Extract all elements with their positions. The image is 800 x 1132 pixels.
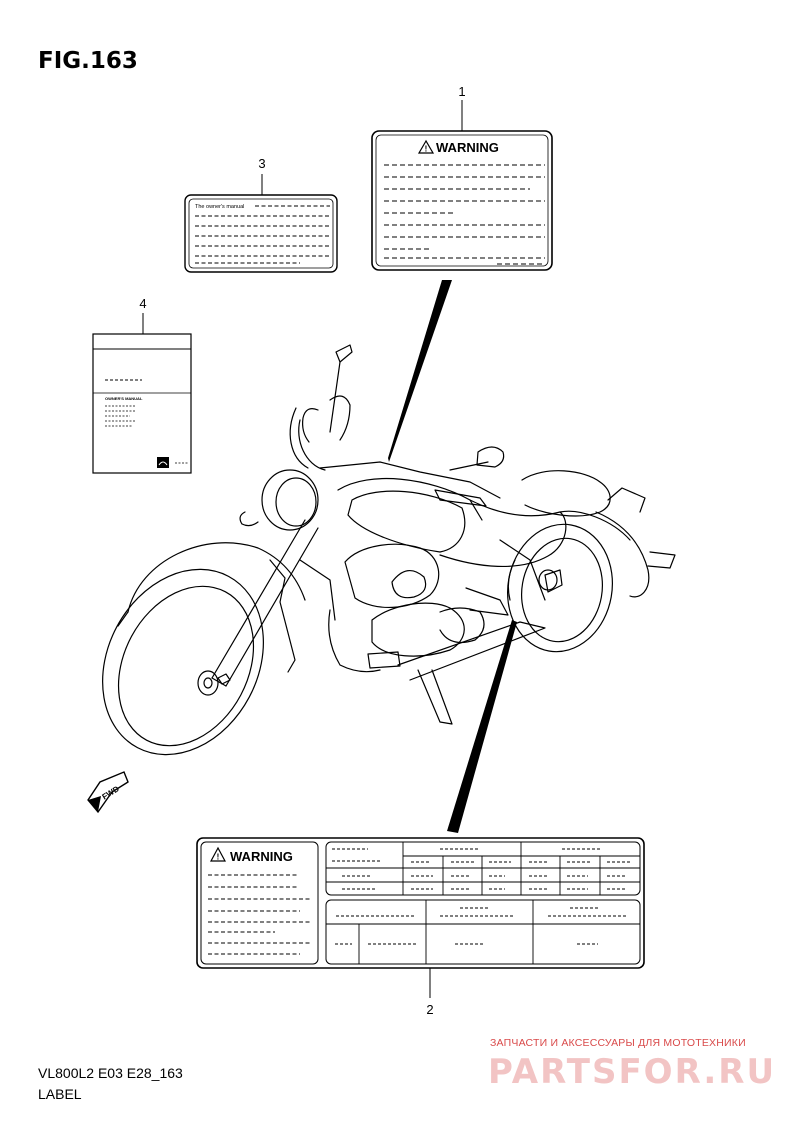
- watermark-tagline: ЗАПЧАСТИ И АКСЕССУАРЫ ДЛЯ МОТОТЕХНИКИ: [490, 1037, 746, 1049]
- figure-title: FIG.163: [38, 48, 138, 74]
- label-4-title: OWNER'S MANUAL: [105, 396, 143, 401]
- callout-4: 4: [139, 296, 146, 311]
- label-3-owners-manual: The owner's manual: [184, 194, 338, 273]
- label-2-warning-table: ! WARNING: [196, 837, 645, 969]
- warning-triangle-icon: [417, 139, 435, 154]
- label-4-manual-card: OWNER'S MANUAL: [92, 333, 192, 474]
- callout-1: 1: [458, 84, 465, 99]
- label-2-warning-text: WARNING: [230, 849, 293, 864]
- svg-text:!: !: [425, 145, 428, 154]
- label-1-warning-text: WARNING: [436, 140, 499, 155]
- label-3-text: The owner's manual: [195, 204, 244, 210]
- label-1-warning: ! WARNING: [371, 130, 553, 271]
- warning-triangle-icon: [209, 846, 227, 862]
- pointer-label-1: [388, 280, 452, 462]
- pointer-label-2: [447, 620, 517, 833]
- watermark-logo: PARTSFOR.RU: [488, 1052, 777, 1092]
- callout-2: 2: [426, 1002, 433, 1017]
- svg-text:!: !: [217, 853, 220, 862]
- diagram-code: VL800L2 E03 E28_163: [38, 1065, 183, 1081]
- forward-arrow-icon: FWD: [87, 771, 129, 814]
- diagram-label: LABEL: [38, 1086, 82, 1102]
- motorcycle-illustration: [102, 344, 676, 756]
- callout-3: 3: [258, 156, 265, 171]
